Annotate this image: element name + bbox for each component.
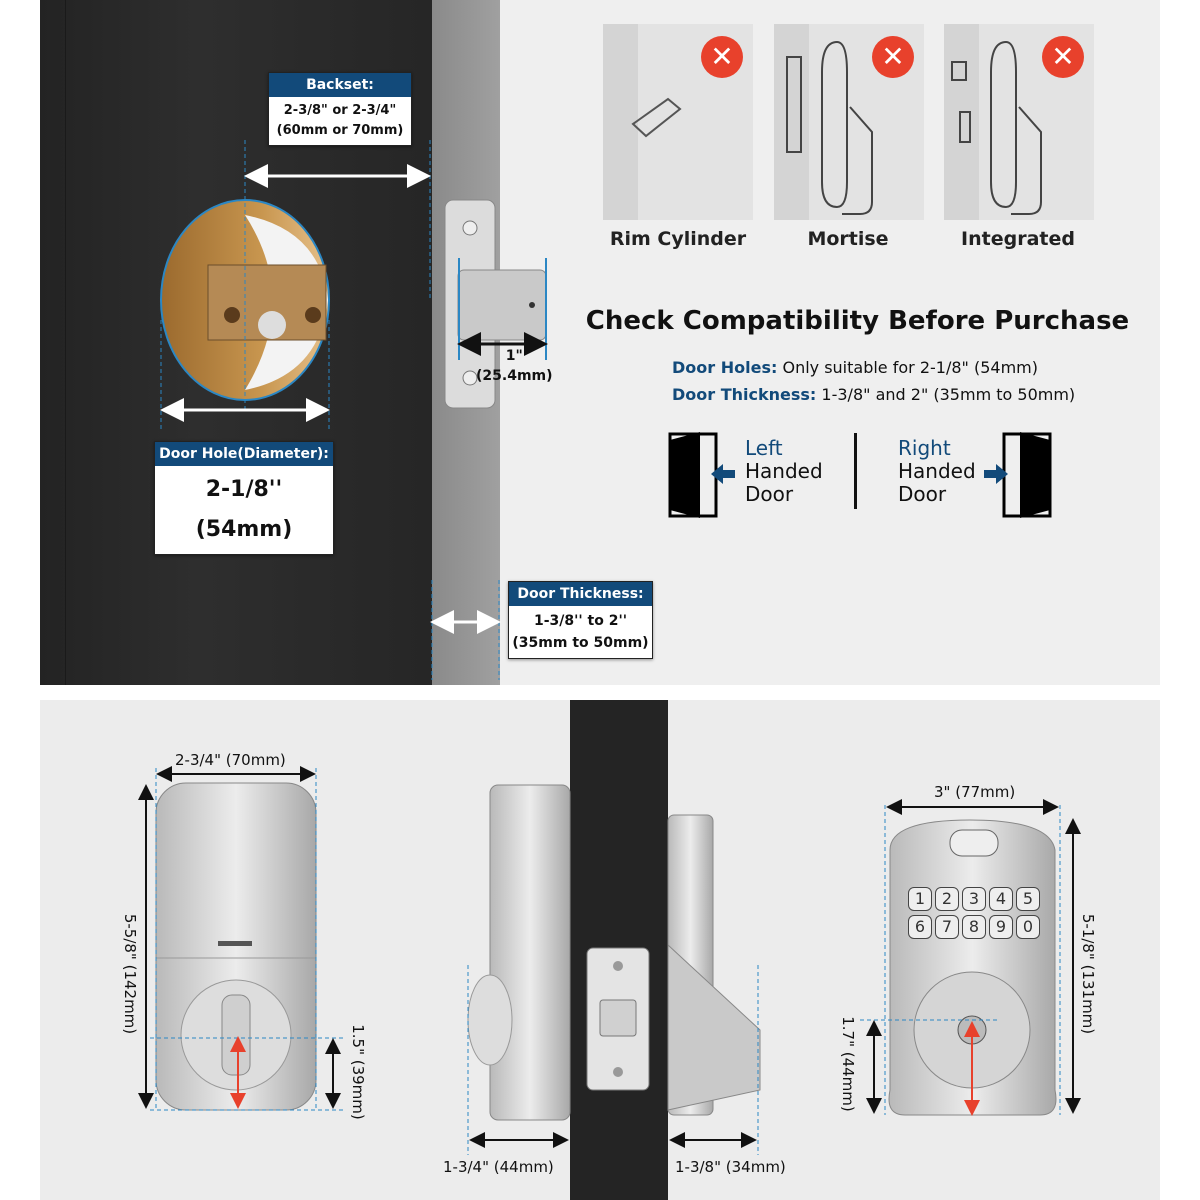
bolt-throw-label: 1" (25.4mm): [476, 346, 553, 386]
rim-cylinder-label: Rim Cylinder: [609, 228, 747, 250]
interior-width-label: 2-3/4" (70mm): [175, 751, 286, 769]
right-word: Right: [898, 436, 951, 460]
keypad: 1 2 3 4 5 6 7 8 9 0: [908, 887, 1040, 939]
holes-value: Only suitable for 2-1/8" (54mm): [782, 358, 1038, 377]
key-9: 9: [989, 915, 1013, 939]
dimension-illustrations: [138, 766, 1081, 1155]
door-frame-line: [48, 0, 66, 685]
key-4: 4: [989, 887, 1013, 911]
right-door-icon: [984, 432, 1052, 518]
holes-label: Door Holes:: [672, 358, 778, 377]
side-interior-unit: [489, 784, 571, 1121]
left-word: Left: [745, 436, 783, 460]
door-thickness-title: Door Thickness:: [509, 582, 652, 606]
x-icon: ✕: [872, 36, 914, 78]
key-0: 0: [1016, 915, 1040, 939]
backset-label: Backset: 2-3/8" or 2-3/4" (60mm or 70mm): [268, 72, 412, 146]
compatibility-title: Check Compatibility Before Purchase: [585, 306, 1130, 336]
rim-cylinder-icon: [631, 97, 682, 138]
interior-center-label: 1.5" (39mm): [349, 1024, 367, 1120]
install-illustration: [160, 140, 548, 680]
key-7: 7: [935, 915, 959, 939]
integrated-label: Integrated: [961, 228, 1075, 250]
handed-word: Handed: [898, 459, 976, 483]
left-door-icon: [668, 432, 735, 518]
backset-inches: 2-3/8" or 2-3/4": [283, 103, 397, 118]
door-thickness-label: Door Thickness: 1-3/8'' to 2'' (35mm to 5…: [508, 581, 653, 659]
mortise-icon: [786, 40, 873, 215]
x-icon: ✕: [1042, 36, 1084, 78]
door-word: Door: [898, 482, 947, 506]
key-6: 6: [908, 915, 932, 939]
exterior-center-label: 1.7" (44mm): [839, 1016, 857, 1112]
door-hole-title: Door Hole(Diameter):: [155, 442, 333, 466]
key-5: 5: [1016, 887, 1040, 911]
side-interior-depth-label: 1-3/4" (44mm): [443, 1158, 554, 1176]
backset-mm: (60mm or 70mm): [276, 123, 404, 138]
key-2: 2: [935, 887, 959, 911]
backset-title: Backset:: [269, 73, 411, 97]
mortise-label: Mortise: [807, 228, 889, 250]
x-icon: ✕: [701, 36, 743, 78]
divider: [854, 433, 857, 509]
exterior-width-label: 3" (77mm): [934, 783, 1016, 801]
door-hole-value: 2-1/8'' (54mm): [195, 477, 293, 542]
key-1: 1: [908, 887, 932, 911]
interior-height-label: 5-5/8" (142mm): [121, 913, 139, 1035]
door-hole-label: Door Hole(Diameter): 2-1/8'' (54mm): [154, 441, 334, 555]
key-8: 8: [962, 915, 986, 939]
key-3: 3: [962, 887, 986, 911]
handed-word: Handed: [745, 459, 823, 483]
side-exterior-depth-label: 1-3/8" (34mm): [675, 1158, 786, 1176]
compatibility-specs: Door Holes: Only suitable for 2-1/8" (54…: [672, 354, 1075, 408]
door-thickness-mm: (35mm to 50mm): [512, 635, 649, 651]
thickness-label: Door Thickness:: [672, 385, 817, 404]
rim-cylinder-card: ✕: [603, 24, 753, 220]
mortise-card: ✕: [774, 24, 924, 220]
bolt-throw-mm: (25.4mm): [476, 368, 553, 384]
integrated-icon: [951, 40, 1042, 215]
door-thickness-inches: 1-3/8'' to 2'': [533, 613, 628, 629]
thickness-value: 1-3/8" and 2" (35mm to 50mm): [821, 385, 1076, 404]
bolt-throw-inches: 1": [505, 348, 523, 364]
door-word: Door: [745, 482, 794, 506]
integrated-card: ✕: [944, 24, 1094, 220]
exterior-height-label: 5-1/8" (131mm): [1079, 913, 1097, 1035]
